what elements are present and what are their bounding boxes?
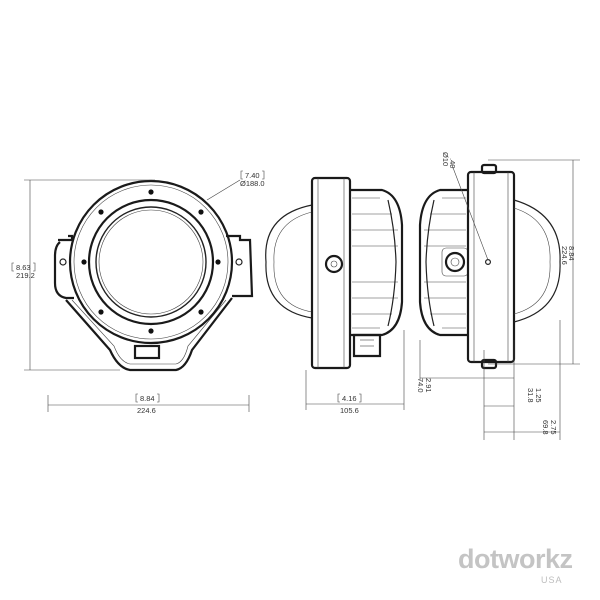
rear-height-in: 8.84 [567, 246, 576, 261]
dimension-labels: 7.40 Ø188.0 8.63 219.2 8.84 224.6 4.16 1… [16, 152, 576, 435]
rear-offset2-in: 1.25 [534, 388, 543, 403]
front-diameter-in: 7.40 [245, 171, 260, 180]
rear-offset2-mm: 31.8 [526, 388, 535, 403]
side-view [265, 176, 404, 370]
rear-dimensions [419, 159, 580, 440]
front-height-in: 8.63 [16, 263, 31, 272]
rear-hole-in: .40 [448, 158, 457, 168]
front-width-in: 8.84 [140, 394, 155, 403]
rear-height-mm: 224.6 [560, 246, 569, 265]
rear-offset3-in: 2.75 [549, 420, 558, 435]
front-bolts [81, 189, 221, 334]
rear-view [418, 163, 561, 370]
inch-brackets [11, 170, 362, 403]
brand-logo: dotworkz [458, 544, 573, 574]
side-depth-in: 4.16 [342, 394, 357, 403]
side-dimensions [305, 330, 405, 410]
rear-hole-mm: Ø10 [441, 152, 450, 166]
side-depth-mm: 105.6 [340, 406, 359, 415]
brand-logo-sub: USA [541, 575, 563, 585]
front-width-mm: 224.6 [137, 406, 156, 415]
front-dimensions [24, 179, 250, 412]
front-diameter-mm: Ø188.0 [240, 179, 265, 188]
front-view [53, 179, 254, 372]
rear-offset1-in: 2.91 [424, 378, 433, 393]
rear-offset3-mm: 69.8 [541, 420, 550, 435]
front-height-mm: 219.2 [16, 271, 35, 280]
rear-offset1-mm: 74.0 [416, 378, 425, 393]
